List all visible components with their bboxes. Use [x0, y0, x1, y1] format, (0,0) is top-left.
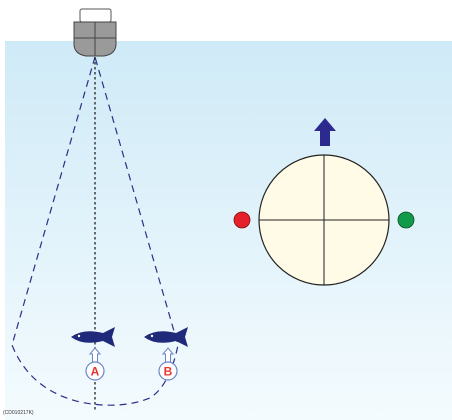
fish-a-body — [71, 327, 115, 347]
fish-label-b: B — [164, 365, 173, 379]
fish-label-a-callout: A — [85, 347, 105, 381]
fish-icon — [71, 327, 115, 347]
figure-code: (CD010217K) — [3, 410, 34, 416]
boat-cabin — [79, 8, 112, 23]
fish-label-b-ring — [158, 361, 178, 381]
fish-label-b-callout: B — [158, 347, 178, 381]
fish-b-body — [144, 327, 188, 347]
fish-b-eye — [150, 334, 154, 338]
fish-label-a-ring — [85, 361, 105, 381]
boat-icon — [73, 8, 117, 57]
arrow-up-icon — [314, 118, 336, 146]
green-circle-icon — [397, 211, 415, 229]
sonar-beam-outline — [11, 54, 179, 406]
red-circle-icon — [233, 211, 251, 229]
fish-label-a: A — [91, 365, 100, 379]
fish-icon — [144, 327, 188, 347]
sonar-scope-rim — [258, 154, 390, 286]
sonar-scope — [258, 154, 390, 286]
fish-a-eye — [77, 334, 81, 338]
